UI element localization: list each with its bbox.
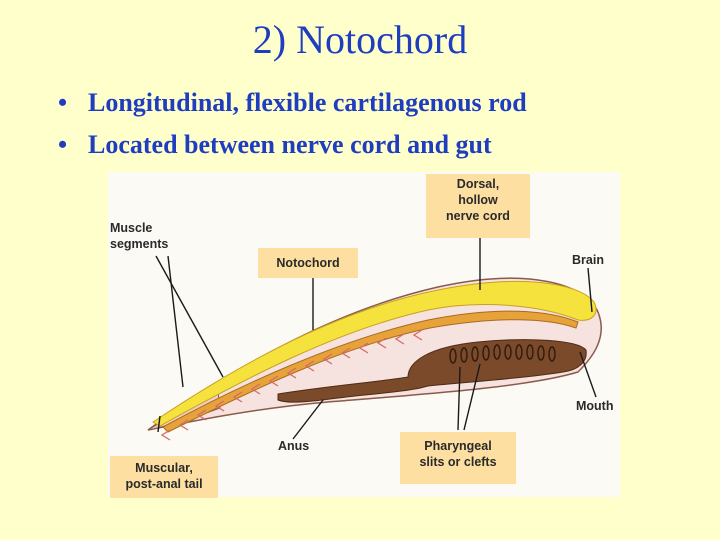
label-tail: Muscular, post-anal tail bbox=[110, 456, 218, 498]
slide-title: 2) Notochord bbox=[252, 17, 468, 62]
chordate-diagram: Dorsal, hollow nerve cord Muscle segment… bbox=[108, 172, 620, 498]
label-line: Muscle bbox=[110, 221, 153, 235]
muscle-segments-chevrons bbox=[160, 329, 423, 441]
label-line: nerve cord bbox=[446, 209, 510, 223]
bullet-item: • Longitudinal, flexible cartilagenous ro… bbox=[58, 86, 527, 128]
label-line: Pharyngeal bbox=[424, 439, 492, 453]
bullet-list: • Longitudinal, flexible cartilagenous ro… bbox=[58, 86, 527, 170]
nerve-cord-shape bbox=[152, 281, 597, 427]
label-line: slits or clefts bbox=[419, 455, 497, 469]
pharyngeal-slits bbox=[449, 344, 556, 364]
label-notochord: Notochord bbox=[258, 248, 358, 278]
label-pharyngeal-slits: Pharyngeal slits or clefts bbox=[400, 432, 516, 484]
label-anus: Anus bbox=[278, 439, 310, 453]
label-line: segments bbox=[110, 237, 169, 251]
label-mouth: Mouth bbox=[576, 399, 614, 413]
bullet-item: • Located between nerve cord and gut bbox=[58, 128, 527, 170]
label-brain: Brain bbox=[572, 253, 604, 267]
label-line: Muscular, bbox=[135, 461, 193, 475]
pointer-lines bbox=[155, 236, 597, 440]
bullet-glyph: • bbox=[58, 88, 68, 117]
bullet-glyph: • bbox=[58, 130, 68, 159]
notochord-shape bbox=[162, 310, 579, 433]
label-line: post-anal tail bbox=[125, 477, 203, 491]
label-line: Dorsal, bbox=[456, 177, 500, 191]
label-dorsal-nerve-cord: Dorsal, hollow nerve cord bbox=[426, 174, 530, 238]
bullet-text: Longitudinal, flexible cartilagenous rod bbox=[88, 88, 527, 117]
bullet-text: Located between nerve cord and gut bbox=[88, 130, 492, 159]
label-line: hollow bbox=[458, 193, 498, 207]
label-muscle-segments: Muscle segments bbox=[110, 220, 168, 252]
chordate-illustration bbox=[147, 236, 602, 441]
